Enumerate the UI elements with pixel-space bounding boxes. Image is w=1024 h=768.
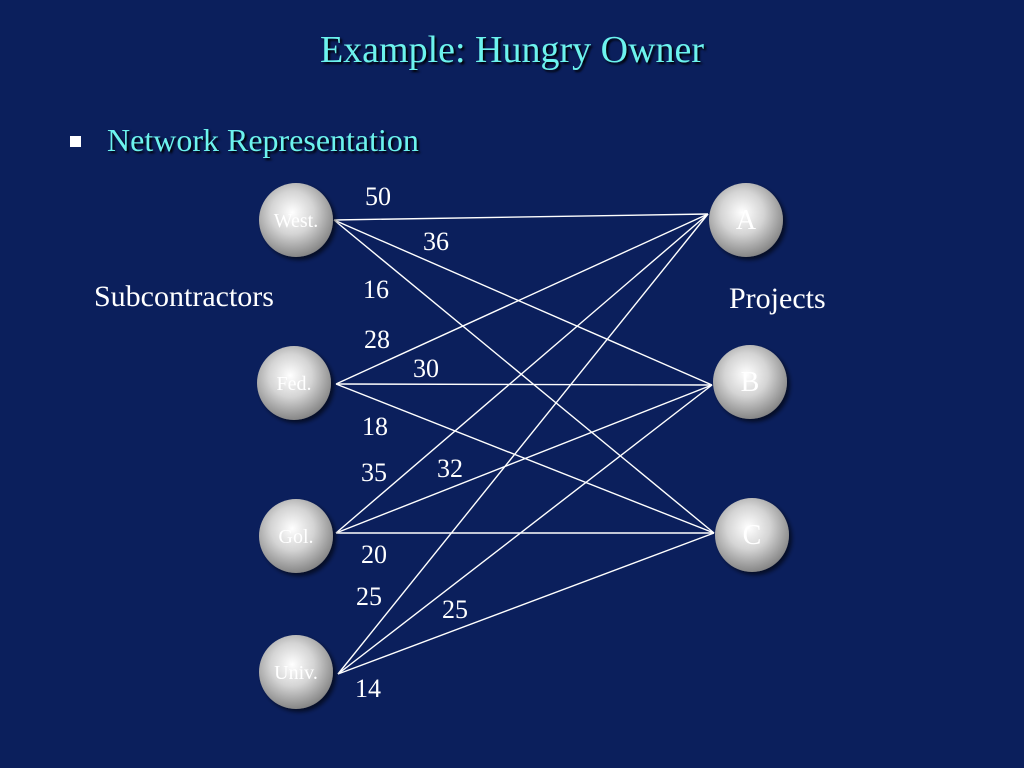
edge-cost-univ-B: 25: [442, 595, 468, 624]
edge-labels-layer: 50 36 16 28 30 18 35 32 20 25 25 14: [355, 182, 468, 703]
subcontractor-node-univ: Univ.: [259, 635, 333, 709]
project-node-A-label: A: [736, 205, 757, 236]
edge-west-B: [333, 219, 713, 386]
edge-cost-gol-A: 35: [361, 458, 387, 487]
project-node-B-circle: [713, 345, 787, 419]
subcontractor-node-gol-circle: [259, 499, 333, 573]
project-node-B: B: [713, 345, 787, 419]
bullet-text: Network Representation: [107, 122, 419, 158]
nodes-layer: West. Fed. Gol. Univ. A B C: [257, 183, 789, 709]
subcontractor-node-west-label: West.: [274, 210, 319, 232]
edge-fed-A: [335, 213, 709, 385]
subcontractor-node-fed-label: Fed.: [277, 373, 312, 395]
subcontractor-node-gol: Gol.: [259, 499, 333, 573]
edge-cost-fed-A: 28: [364, 325, 390, 354]
edge-west-A: [333, 213, 709, 221]
subcontractor-node-fed: Fed.: [257, 346, 331, 420]
project-node-A-circle: [709, 183, 783, 257]
edge-univ-C: [337, 532, 715, 675]
edge-univ-A: [337, 213, 709, 675]
edge-univ-B: [337, 384, 713, 675]
subcontractor-node-west-circle: [259, 183, 333, 257]
edge-cost-univ-C: 14: [355, 674, 381, 703]
edge-west-C: [333, 219, 715, 534]
edge-cost-west-B: 36: [423, 227, 449, 256]
projects-label: Projects: [729, 282, 826, 315]
slide-title: Example: Hungry Owner: [319, 29, 705, 71]
subcontractor-node-univ-circle: [259, 635, 333, 709]
project-node-C-label: C: [743, 520, 762, 551]
project-node-A: A: [709, 183, 783, 257]
edge-cost-west-C: 16: [363, 275, 389, 304]
edge-cost-fed-B: 30: [413, 354, 439, 383]
subcontractor-node-gol-label: Gol.: [279, 526, 314, 548]
edge-cost-fed-C: 18: [362, 412, 388, 441]
subcontractor-node-univ-label: Univ.: [274, 662, 318, 684]
edges-layer: [333, 213, 715, 675]
bullet-item: Network Representation: [70, 122, 419, 159]
square-bullet-icon: [70, 136, 81, 147]
subcontractor-node-fed-circle: [257, 346, 331, 420]
project-node-C-circle: [715, 498, 789, 572]
project-node-C: C: [715, 498, 789, 572]
edge-cost-gol-C: 20: [361, 540, 387, 569]
edge-cost-gol-B: 32: [437, 454, 463, 483]
edge-gol-A: [335, 213, 709, 534]
subcontractors-label: Subcontractors: [94, 280, 274, 313]
edge-cost-univ-A: 25: [356, 582, 382, 611]
edge-fed-B: [335, 383, 713, 386]
project-node-B-label: B: [741, 367, 760, 398]
edge-gol-B: [335, 384, 713, 534]
subcontractor-node-west: West.: [259, 183, 333, 257]
edge-cost-west-A: 50: [365, 182, 391, 211]
